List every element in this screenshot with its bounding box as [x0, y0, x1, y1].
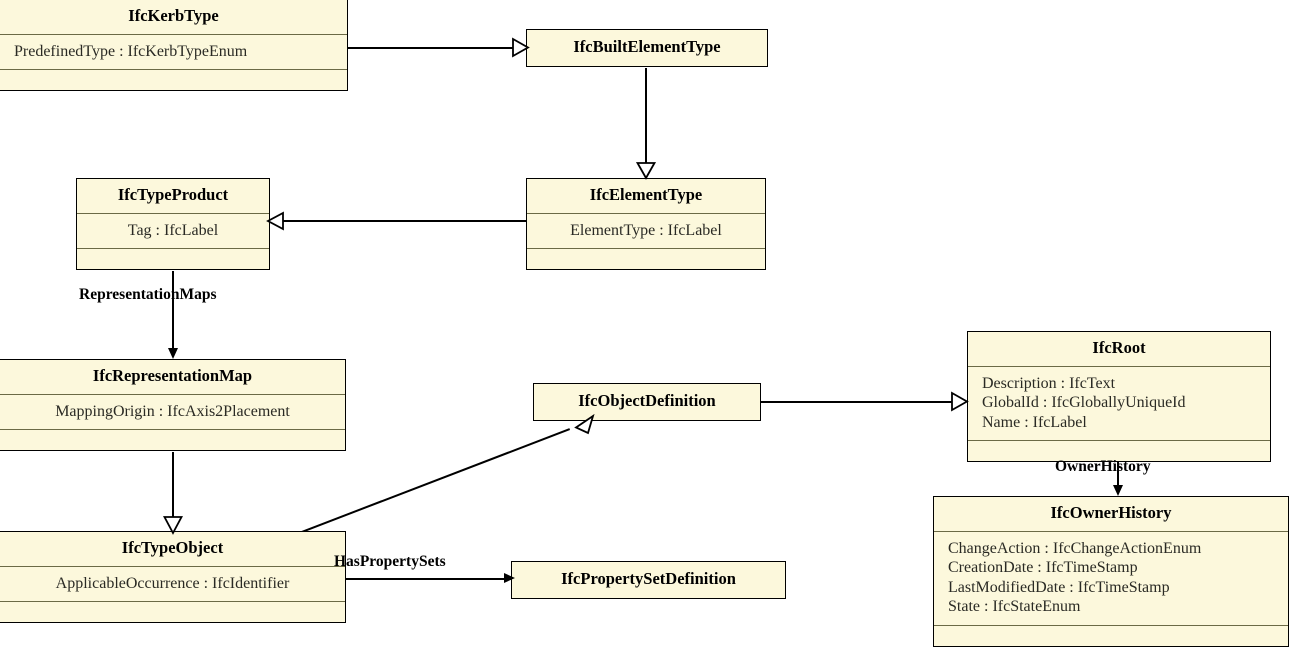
class-operations-ifcownerhistory: [934, 624, 1288, 646]
class-name-ifctypeproduct: IfcTypeProduct: [117, 185, 229, 204]
edge-label-representationmaps: RepresentationMaps: [79, 286, 217, 303]
attribute-mappingorigin: MappingOrigin : IfcAxis2Placement: [55, 402, 290, 420]
class-attributes-ifckerbtype: PredefinedType : IfcKerbTypeEnum: [0, 33, 347, 70]
association-arrowhead-propertysetdefinition: [504, 572, 515, 583]
class-box-ifcownerhistory[interactable]: IfcOwnerHistory ChangeAction : IfcChange…: [933, 496, 1289, 647]
generalization-arrowhead-typeobject: [163, 516, 183, 535]
edge-representationmap-to-typeobject: [172, 452, 175, 524]
attribute-description: Description : IfcText: [982, 374, 1116, 392]
attribute-applicableoccurrence: ApplicableOccurrence : IfcIdentifier: [55, 574, 290, 592]
class-name-ifcrepresentationmap: IfcRepresentationMap: [92, 366, 253, 385]
class-name-ifcpropertysetdefinition: IfcPropertySetDefinition: [561, 569, 736, 588]
class-attributes-ifctypeproduct: Tag : IfcLabel: [77, 212, 269, 249]
class-attributes-ifctypeobject: ApplicableOccurrence : IfcIdentifier: [0, 565, 345, 602]
edge-objectdefinition-to-root: [760, 401, 954, 404]
attribute-tag: Tag : IfcLabel: [127, 221, 219, 239]
class-attributes-ifcroot: Description : IfcText GlobalId : IfcGlob…: [968, 365, 1270, 441]
class-name-ifckerbtype: IfcKerbType: [128, 6, 219, 25]
association-arrowhead-representationmap: [167, 348, 178, 359]
edge-typeproduct-to-representationmap: [172, 271, 175, 352]
edge-label-haspropertysets: HasPropertySets: [334, 553, 446, 570]
generalization-arrowhead-elementtype: [635, 162, 657, 180]
class-box-ifcobjectdefinition[interactable]: IfcObjectDefinition: [533, 383, 761, 421]
attribute-changeaction: ChangeAction : IfcChangeActionEnum: [948, 539, 1202, 557]
edge-typeobject-to-propertysetdefinition: [345, 578, 511, 581]
class-name-ifcroot: IfcRoot: [1092, 338, 1146, 357]
class-name-ifcownerhistory: IfcOwnerHistory: [1050, 503, 1172, 522]
generalization-arrowhead-builtelementtype: [512, 37, 530, 58]
generalization-arrowhead-root: [951, 391, 969, 412]
class-operations-ifcroot: [968, 440, 1270, 461]
class-name-ifcobjectdefinition: IfcObjectDefinition: [578, 391, 716, 410]
class-operations-ifcelementtype: [527, 248, 765, 269]
class-attributes-ifcrepresentationmap: MappingOrigin : IfcAxis2Placement: [0, 393, 345, 430]
class-box-ifcroot[interactable]: IfcRoot Description : IfcText GlobalId :…: [967, 331, 1271, 463]
edge-elementtype-to-typeproduct: [282, 220, 528, 223]
class-operations-ifckerbtype: [0, 69, 347, 90]
class-box-ifcbuiltelementtype[interactable]: IfcBuiltElementType: [526, 29, 768, 67]
class-box-ifctypeproduct[interactable]: IfcTypeProduct Tag : IfcLabel: [76, 178, 270, 271]
generalization-arrowhead-objectdefinition: [574, 413, 595, 435]
edge-builtelementtype-to-elementtype: [645, 68, 648, 171]
attribute-elementtype: ElementType : IfcLabel: [570, 221, 722, 239]
attribute-name: Name : IfcLabel: [982, 413, 1087, 431]
class-name-ifctypeobject: IfcTypeObject: [121, 538, 224, 557]
class-attributes-ifcelementtype: ElementType : IfcLabel: [527, 212, 765, 249]
edge-label-ownerhistory: OwnerHistory: [1055, 458, 1151, 475]
attribute-lastmodifieddate: LastModifiedDate : IfcTimeStamp: [948, 578, 1170, 596]
attribute-predefinedtype: PredefinedType : IfcKerbTypeEnum: [14, 42, 248, 60]
class-operations-ifcrepresentationmap: [0, 429, 345, 450]
attribute-creationdate: CreationDate : IfcTimeStamp: [948, 559, 1138, 577]
class-attributes-ifcownerhistory: ChangeAction : IfcChangeActionEnum Creat…: [934, 530, 1288, 625]
class-operations-ifctypeobject: [0, 601, 345, 622]
class-box-ifcelementtype[interactable]: IfcElementType ElementType : IfcLabel: [526, 178, 766, 271]
class-operations-ifctypeproduct: [77, 248, 269, 269]
class-name-ifcelementtype: IfcElementType: [589, 185, 703, 204]
association-arrowhead-ownerhistory: [1112, 485, 1123, 496]
class-box-ifcrepresentationmap[interactable]: IfcRepresentationMap MappingOrigin : Ifc…: [0, 359, 346, 452]
attribute-globalid: GlobalId : IfcGloballyUniqueId: [982, 394, 1186, 412]
class-box-ifctypeobject[interactable]: IfcTypeObject ApplicableOccurrence : Ifc…: [0, 531, 346, 624]
class-box-ifckerbtype[interactable]: IfcKerbType PredefinedType : IfcKerbType…: [0, 0, 348, 92]
attribute-state: State : IfcStateEnum: [948, 598, 1081, 616]
edge-kerbtype-to-builtelementtype: [348, 47, 518, 50]
edge-root-to-ownerhistory: [1117, 460, 1120, 492]
generalization-arrowhead-typeproduct: [266, 211, 284, 231]
class-box-ifcpropertysetdefinition[interactable]: IfcPropertySetDefinition: [511, 561, 786, 599]
class-name-ifcbuiltelementtype: IfcBuiltElementType: [573, 37, 721, 56]
